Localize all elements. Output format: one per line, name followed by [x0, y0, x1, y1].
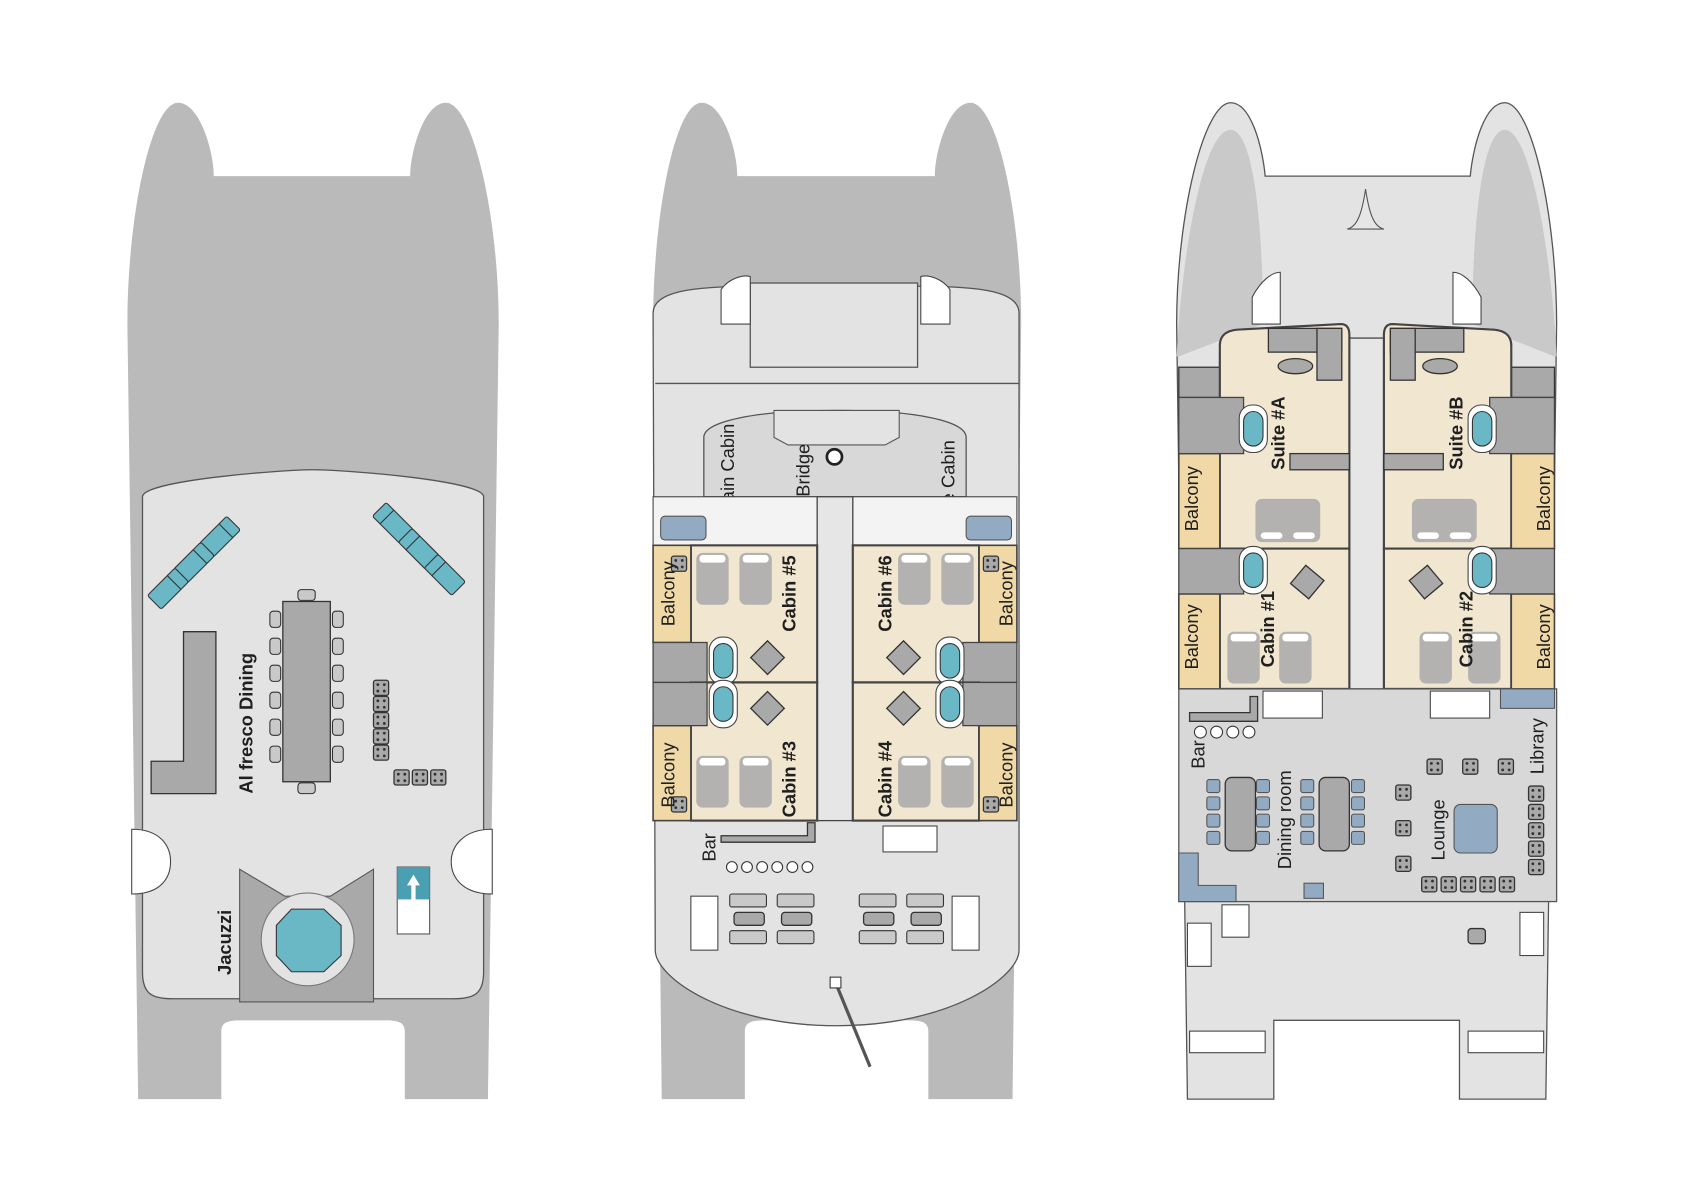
suite-b-label: Suite #B — [1446, 396, 1467, 469]
lounge-seats — [1395, 758, 1545, 893]
forward-stairs — [1251, 271, 1482, 325]
balcony-label: Balcony — [996, 742, 1017, 808]
bar-counter — [720, 822, 816, 843]
library-label: Library — [1527, 717, 1548, 774]
cabin-2: Balcony Cabin #2 — [1382, 545, 1556, 690]
aft-tables — [729, 893, 945, 945]
stairs-down — [396, 866, 431, 935]
balcony-label: Balcony — [1181, 465, 1202, 531]
gangway-right — [450, 828, 493, 895]
balcony-label: Balcony — [996, 560, 1017, 626]
cabin-3-label: Cabin #3 — [779, 741, 800, 817]
aft-stairs — [882, 825, 938, 853]
dining-room-label: Dining room — [1274, 770, 1295, 869]
cabin-3: Balcony Cabin #3 — [652, 679, 819, 822]
cabin-5: Balcony Cabin #5 — [652, 544, 819, 686]
anchor-line — [834, 981, 872, 1068]
corridor — [1348, 337, 1385, 690]
suite-a: Balcony Suite #A — [1177, 322, 1351, 550]
cabin-4: Balcony Cabin #4 — [851, 679, 1018, 822]
cabin-1: Balcony Cabin #1 — [1177, 545, 1351, 690]
balcony-label: Balcony — [1533, 603, 1554, 669]
balcony-label: Balcony — [658, 742, 679, 808]
cabin-6-label: Cabin #6 — [875, 555, 896, 631]
balcony-label: Balcony — [1533, 465, 1554, 531]
main-deck: Balcony Suite #A Balcony Suite #B Balcon… — [1175, 102, 1558, 1100]
suite-b: Balcony Suite #B — [1382, 322, 1556, 550]
cabin-1-label: Cabin #1 — [1257, 591, 1278, 667]
lounge-label: Lounge — [1427, 799, 1448, 860]
lounge-bench — [150, 631, 217, 795]
sun-deck: Al fresco Dining Jacuzzi — [127, 102, 499, 1100]
suite-a-label: Suite #A — [1268, 396, 1289, 469]
al-fresco-dining-label: Al fresco Dining — [236, 653, 257, 794]
bar-stools — [725, 861, 814, 873]
cabin-6: Balcony Cabin #6 — [851, 544, 1018, 686]
gangway-left — [131, 828, 172, 895]
bridge-label: Bridge — [793, 444, 814, 497]
jacuzzi-label: Jacuzzi — [214, 910, 235, 975]
cabin-5-label: Cabin #5 — [779, 555, 800, 631]
bar-label: Bar — [699, 833, 720, 862]
upper-deck: Captain Cabin Bridge Guide Cabin Balcony… — [652, 102, 1022, 1100]
bar-stools — [1193, 725, 1256, 739]
forward-stairs — [720, 275, 951, 325]
cabin-4-label: Cabin #4 — [875, 740, 896, 817]
dining-tables — [1206, 776, 1366, 852]
balcony-label: Balcony — [1181, 603, 1202, 669]
dining-table — [269, 589, 344, 795]
bar-label: Bar — [1188, 740, 1209, 769]
helm-icon — [825, 447, 844, 466]
jacuzzi-pool — [275, 908, 342, 973]
corridor — [816, 496, 854, 822]
cabin-2-label: Cabin #2 — [1455, 591, 1476, 667]
balcony-label: Balcony — [658, 560, 679, 626]
